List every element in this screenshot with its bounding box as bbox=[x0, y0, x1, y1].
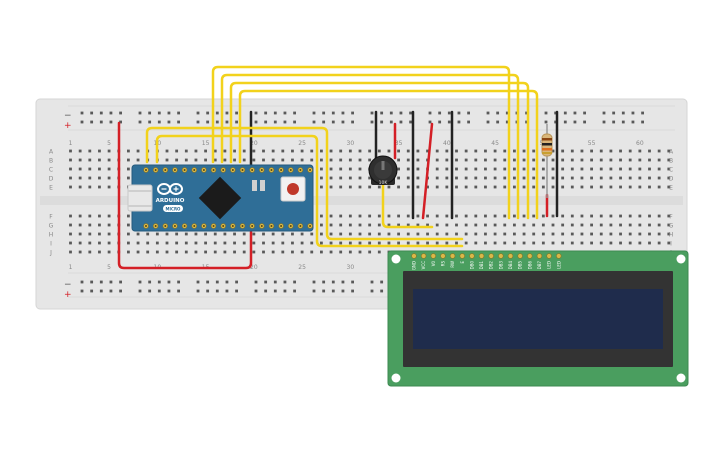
column-number: 60 bbox=[636, 140, 644, 147]
row-letter: E bbox=[49, 185, 53, 192]
lcd-pin-label: VCC bbox=[421, 261, 426, 270]
yellow-wire bbox=[211, 65, 511, 220]
column-number: 15 bbox=[202, 140, 210, 147]
column-number: 35 bbox=[395, 140, 403, 147]
red-wire-loop bbox=[117, 121, 253, 270]
lcd-pin-label: DB4 bbox=[508, 261, 513, 270]
red-wires bbox=[117, 121, 549, 270]
column-number: 25 bbox=[298, 264, 306, 271]
lcd-pin-label: DB6 bbox=[527, 261, 532, 270]
arduino-pin-headers bbox=[143, 167, 313, 229]
resistor bbox=[541, 124, 553, 198]
row-letter: C bbox=[49, 167, 53, 174]
column-number: 1 bbox=[69, 264, 73, 271]
column-number: 40 bbox=[443, 140, 451, 147]
lcd-pin-label: LED bbox=[547, 261, 552, 269]
row-letter: E bbox=[669, 185, 673, 192]
yellow-wires bbox=[145, 65, 539, 248]
lcd-pin-label: DB0 bbox=[469, 261, 474, 270]
rail-minus-top: − bbox=[64, 111, 72, 121]
column-number: 5 bbox=[107, 140, 111, 147]
row-letter: B bbox=[49, 158, 53, 165]
arduino-model: MICRO bbox=[166, 207, 181, 212]
row-letter: H bbox=[669, 232, 674, 239]
row-letter: F bbox=[49, 214, 53, 221]
column-number: 25 bbox=[298, 140, 306, 147]
lcd-pin-label: GND bbox=[412, 261, 417, 270]
lcd-pin-row: GND VCC V0 RS RW E DB0 DB1 DB2 DB3 DB4 DB5 DB6 DB7 LED… bbox=[411, 253, 562, 270]
row-letter: A bbox=[669, 149, 674, 156]
yellow-wire bbox=[229, 81, 530, 220]
row-letter: G bbox=[669, 223, 674, 230]
potentiometer: 10K bbox=[368, 155, 398, 186]
yellow-wire bbox=[155, 134, 464, 248]
lcd-pin-label: DB5 bbox=[518, 261, 523, 270]
lcd-screen bbox=[413, 289, 663, 349]
row-letter: C bbox=[669, 167, 673, 174]
reset-button[interactable] bbox=[287, 183, 299, 195]
yellow-wire bbox=[238, 89, 539, 220]
row-letter: A bbox=[49, 149, 54, 156]
lcd-pin-label: RW bbox=[450, 261, 455, 268]
yellow-wire bbox=[220, 73, 520, 220]
infinity-logo-icon bbox=[157, 183, 183, 195]
arduino-brand: ARDUINO bbox=[156, 198, 185, 204]
rail-plus-top: + bbox=[64, 121, 72, 131]
column-number: 5 bbox=[107, 264, 111, 271]
row-letter: H bbox=[49, 232, 54, 239]
column-number: 20 bbox=[250, 140, 258, 147]
rail-plus-bottom: + bbox=[64, 290, 72, 300]
column-number: 30 bbox=[347, 264, 355, 271]
potentiometer-label: 10K bbox=[379, 180, 389, 186]
column-number: 30 bbox=[347, 140, 355, 147]
column-number: 20 bbox=[250, 264, 258, 271]
lcd-pin-label: RS bbox=[440, 261, 445, 267]
lcd-module: GND VCC V0 RS RW E DB0 DB1 DB2 DB3 DB4 DB5 DB6 DB7 LED… bbox=[387, 250, 689, 387]
row-letter: J bbox=[49, 250, 52, 257]
rail-minus-bottom: − bbox=[64, 280, 72, 290]
row-letter: D bbox=[669, 176, 674, 183]
lcd-pin-label: E bbox=[460, 261, 465, 264]
yellow-wire bbox=[381, 183, 434, 229]
row-letter: B bbox=[669, 158, 673, 165]
lcd-pin-label: V0 bbox=[431, 261, 436, 267]
lcd-pin-label: DB3 bbox=[498, 261, 503, 270]
column-number: 45 bbox=[491, 140, 499, 147]
row-letter: D bbox=[49, 176, 54, 183]
column-number: 55 bbox=[588, 140, 596, 147]
black-wires bbox=[249, 110, 559, 220]
arduino-micro: ARDUINO MICRO bbox=[127, 164, 314, 232]
row-letter: G bbox=[49, 223, 54, 230]
row-letter: I bbox=[670, 241, 672, 248]
lcd-pin-label: DB7 bbox=[537, 261, 542, 270]
yellow-wire bbox=[145, 126, 464, 241]
row-letter: I bbox=[50, 241, 52, 248]
lcd-pin-label: DB2 bbox=[489, 261, 494, 270]
lcd-pin-label: DB1 bbox=[479, 261, 484, 270]
row-letter: F bbox=[669, 214, 673, 221]
column-number: 1 bbox=[69, 140, 73, 147]
red-wire bbox=[421, 122, 434, 220]
lcd-pin-label: LED bbox=[556, 261, 561, 269]
